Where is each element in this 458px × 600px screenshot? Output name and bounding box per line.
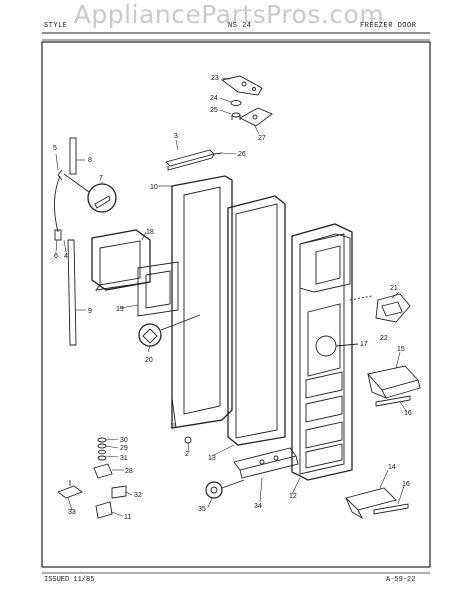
door-gasket [227,195,286,446]
leader-lines [55,77,408,517]
header-title: FREEZER DOOR [360,22,417,30]
callout-23: 23 [211,75,219,82]
callout-30: 30 [120,437,128,444]
callout-25: 25 [210,107,218,114]
callout-12: 12 [289,493,297,500]
side-trim-strip [67,239,77,346]
screw-detail [63,173,117,213]
handle-trim-strip [54,137,77,241]
door-liner [291,223,359,481]
callout-labels: 1234567891011121314151616171819202122232… [53,75,412,521]
callout-19: 19 [116,306,124,313]
upper-handle-bracket [165,149,223,171]
callout-35: 35 [198,506,206,513]
callout-16: 16 [404,410,412,417]
callout-22: 22 [380,335,388,342]
door-bin-lower [345,487,397,520]
callout-16: 16 [402,481,410,488]
hinge-bushing [230,100,242,120]
callout-24: 24 [210,95,218,102]
hinge-cam [205,479,245,499]
callout-3: 3 [174,133,178,140]
lower-hinge-hardware [97,437,107,461]
dispenser-cup [349,293,411,323]
callout-20: 20 [145,357,153,364]
callout-21: 21 [390,285,398,292]
callout-28: 28 [125,468,133,475]
callout-26: 26 [238,151,246,158]
bin-trim-lower [373,503,409,515]
callout-18: 18 [146,229,154,236]
callout-27: 27 [258,135,266,142]
callout-14: 14 [388,464,396,471]
callout-6: 6 [54,253,58,260]
watermark: AppliancePartsPros.com [73,0,385,29]
diagram-border [41,41,431,568]
callout-4: 4 [64,253,68,260]
callout-34: 34 [254,503,262,510]
callout-1: 1 [170,423,174,430]
door-bin-upper [367,365,421,399]
callout-9: 9 [88,308,92,315]
top-hinge [220,75,263,96]
header-style: STYLE [44,22,68,30]
insulation-plate [137,261,179,317]
footer-issued: ISSUED 11/85 [44,576,95,584]
bottom-hinge [57,480,83,499]
door-panel [171,175,233,429]
callout-7: 7 [99,175,103,182]
callout-15: 15 [397,346,405,353]
hinge-bracket [111,485,127,499]
callout-5: 5 [53,145,57,152]
callout-2: 2 [185,451,189,458]
lower-trim-assembly [233,447,299,479]
callout-32: 32 [134,492,142,499]
lower-hinge [93,463,113,479]
header-model: NS 24 [228,22,252,30]
bin-trim-upper [375,395,411,407]
hinge-shim [239,107,273,127]
callout-10: 10 [150,184,158,191]
hinge-pin [171,397,177,429]
dispenser-housing [91,229,151,291]
callout-31: 31 [120,455,128,462]
plug [184,436,192,444]
callout-13: 13 [208,455,216,462]
callout-17: 17 [360,341,368,348]
callout-8: 8 [88,157,92,164]
closing-cam [95,501,113,519]
callout-33: 33 [68,509,76,516]
callout-11: 11 [124,514,131,521]
footer-page-code: A-59-22 [386,576,416,584]
switch-detail [138,314,201,347]
callout-29: 29 [120,445,128,452]
